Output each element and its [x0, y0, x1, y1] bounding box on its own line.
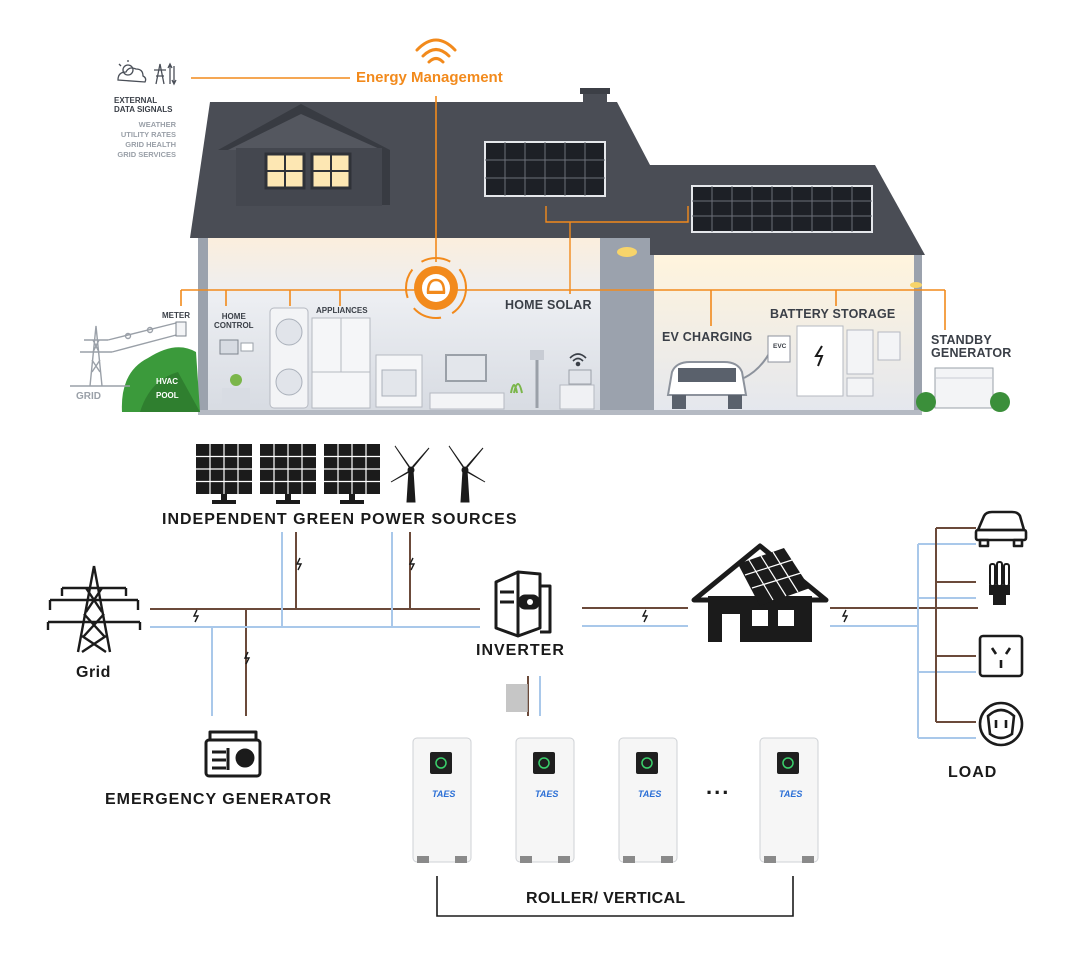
battery-brand-4: TAES	[779, 789, 803, 799]
hvac-label: HVAC	[156, 377, 179, 386]
plug-icon	[978, 701, 1024, 747]
ev-charging-label: EV CHARGING	[662, 330, 753, 344]
battery-brand-1: TAES	[432, 789, 456, 799]
load-label: LOAD	[948, 764, 998, 781]
signal-grid-health: GRID HEALTH	[125, 140, 176, 149]
standby-line-2: GENERATOR	[931, 346, 1012, 360]
generator-icon	[204, 730, 262, 778]
external-heading-line-2: DATA SIGNALS	[114, 105, 173, 114]
appliances-art	[219, 307, 595, 410]
energy-wiring	[180, 77, 946, 330]
battery-storage-label: BATTERY STORAGE	[770, 307, 896, 321]
system-wiring	[150, 527, 978, 739]
power-flow-markers	[192, 557, 849, 665]
meter-label: METER	[162, 311, 190, 320]
solar-panel-icon	[196, 444, 380, 504]
weather-icon	[117, 60, 177, 86]
battery-brand-3: TAES	[638, 789, 662, 799]
home-control-line-1: HOME	[221, 312, 246, 321]
grid-house-label: GRID	[76, 391, 101, 402]
inverter-icon	[494, 570, 552, 638]
energy-hub-icon	[405, 257, 467, 319]
hvac-pool-bush	[121, 347, 200, 412]
wind-turbine-icon	[390, 445, 486, 503]
standby-generator-art	[916, 367, 1010, 412]
car-icon	[974, 510, 1028, 548]
appliances-label: APPLIANCES	[316, 306, 368, 315]
battery-unit-icon	[412, 737, 819, 863]
external-signals-list: WEATHER UTILITY RATES GRID HEALTH GRID S…	[108, 120, 176, 160]
energy-management-title: Energy Management	[356, 69, 503, 86]
inverter-label: INVERTER	[476, 642, 565, 659]
signal-weather: WEATHER	[138, 120, 176, 129]
home-control-line-2: CONTROL	[214, 321, 254, 330]
grid-label: Grid	[76, 664, 111, 681]
standby-line-1: STANDBY	[931, 333, 992, 347]
evc-label: EVC	[773, 343, 787, 350]
roof-solar-panels	[484, 141, 873, 233]
green-sources-label: INDEPENDENT GREEN POWER SOURCES	[162, 511, 518, 528]
connector-block	[506, 684, 528, 712]
home-control-label: HOME CONTROL	[214, 312, 254, 330]
signal-grid-services: GRID SERVICES	[117, 150, 176, 159]
signal-utility-rates: UTILITY RATES	[120, 130, 176, 139]
bulb-icon	[989, 561, 1010, 605]
standby-generator-label: STANDBY GENERATOR	[931, 334, 1012, 360]
home-solar-label: HOME SOLAR	[505, 298, 592, 312]
pool-label: POOL	[156, 391, 179, 400]
grid-tower-small-icon	[70, 321, 181, 387]
battery-group-bracket	[436, 876, 794, 917]
battery-group-label: ROLLER/ VERTICAL	[526, 890, 686, 907]
solar-house-icon	[691, 543, 829, 642]
house-battery-units	[796, 325, 901, 397]
house-illustration	[70, 77, 1010, 415]
battery-ellipsis: ...	[706, 774, 731, 799]
wifi-icon	[415, 38, 457, 64]
battery-brand-2: TAES	[535, 789, 559, 799]
external-signals-heading: EXTERNAL DATA SIGNALS	[114, 96, 173, 114]
ev-car-icon	[666, 335, 791, 409]
socket-icon	[978, 634, 1024, 678]
meter-icon	[175, 321, 187, 337]
wifi-small-icon	[569, 353, 587, 367]
external-heading-line-1: EXTERNAL	[114, 96, 158, 105]
transmission-tower-icon	[46, 565, 142, 653]
emergency-generator-label: EMERGENCY GENERATOR	[105, 791, 333, 808]
